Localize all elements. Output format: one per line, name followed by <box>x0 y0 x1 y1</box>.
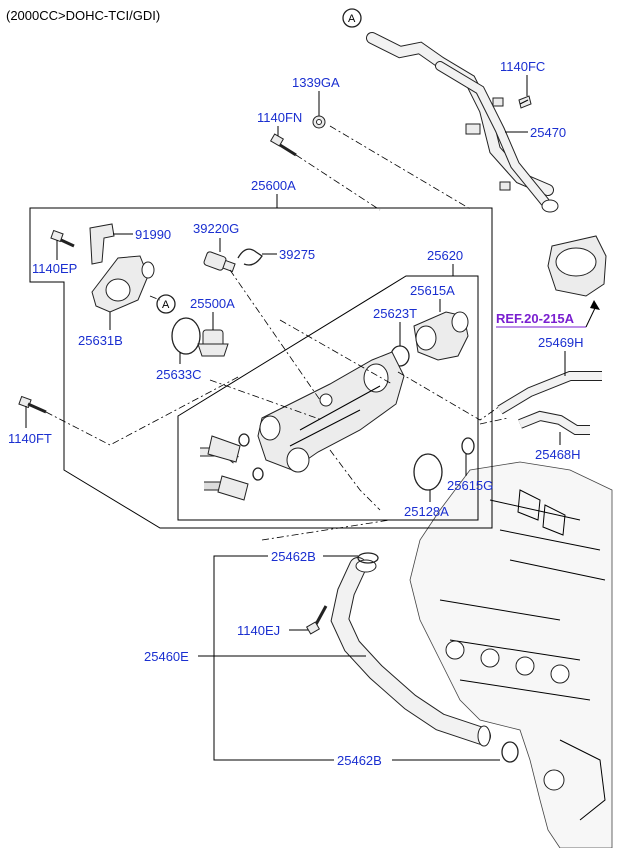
label-25600a: 25600A <box>251 178 296 193</box>
label-1140ej: 1140EJ <box>237 623 280 638</box>
engine-block-illustration <box>409 461 613 848</box>
outlet-25615a-illustration <box>413 311 469 361</box>
label-1339ga: 1339GA <box>292 75 340 90</box>
clip-39275-illustration <box>237 248 263 266</box>
gasket-25462b-top-illustration <box>357 552 379 564</box>
bolt-1140fc-illustration <box>518 95 532 109</box>
label-25460e: 25460E <box>144 649 189 664</box>
label-25615g: 25615G <box>447 478 493 493</box>
label-1140fc: 1140FC <box>500 59 545 74</box>
bolt-1140ej-illustration <box>305 605 328 635</box>
label-25462b-bottom: 25462B <box>337 753 382 768</box>
label-25469h: 25469H <box>538 335 584 350</box>
label-25500a: 25500A <box>190 296 235 311</box>
label-25623t: 25623T <box>373 306 417 321</box>
label-1140fn: 1140FN <box>257 110 302 125</box>
housing-25631b-illustration <box>91 255 155 313</box>
sensor-39220g-illustration <box>203 251 236 273</box>
label-1140ft: 1140FT <box>8 431 52 446</box>
label-25468h: 25468H <box>535 447 581 462</box>
label-25470: 25470 <box>530 125 566 140</box>
oil-cooler-illustration <box>547 235 607 297</box>
label-25615a: 25615A <box>410 283 455 298</box>
gasket-25633c-illustration <box>171 317 201 355</box>
label-25631b: 25631B <box>78 333 123 348</box>
hose-25468h-illustration <box>518 410 590 435</box>
label-25128a: 25128A <box>404 504 449 519</box>
diagram-title: (2000CC>DOHC-TCI/GDI) <box>6 8 160 23</box>
inner-frame-25620 <box>177 275 479 521</box>
water-outlet-housing-illustration <box>257 351 405 473</box>
water-pipe-25470-illustration <box>366 32 559 213</box>
reference-link[interactable]: REF.20-215A <box>496 311 575 326</box>
bolt-1140fn-illustration <box>269 133 297 157</box>
label-91990: 91990 <box>135 227 171 242</box>
assembly-frame-25600a <box>29 207 493 529</box>
bypass-pipes-illustration <box>200 433 264 501</box>
callout-circle-a-mid <box>156 294 176 314</box>
label-25620: 25620 <box>427 248 463 263</box>
bracket-91990-illustration <box>89 223 115 265</box>
label-39220g: 39220G <box>193 221 239 236</box>
thermostat-25500a-illustration <box>197 329 229 357</box>
hose-25469h-illustration <box>497 371 602 415</box>
bolt-1140ft-illustration <box>18 395 47 414</box>
gasket-25462b-bottom-illustration <box>501 741 519 763</box>
label-39275: 39275 <box>279 247 315 262</box>
callout-circle-a-top <box>342 8 362 28</box>
callout-a-mid-label: A <box>162 299 170 311</box>
hose-25460e-illustration <box>330 557 491 747</box>
bolt-1140ep-illustration <box>50 229 75 248</box>
gasket-25128a-illustration <box>413 453 443 491</box>
label-1140ep: 1140EP <box>32 261 77 276</box>
callout-a-top-label: A <box>348 13 356 25</box>
label-25633c: 25633C <box>156 367 202 382</box>
gasket-25615g-illustration <box>461 437 475 455</box>
label-25462b-top: 25462B <box>271 549 316 564</box>
